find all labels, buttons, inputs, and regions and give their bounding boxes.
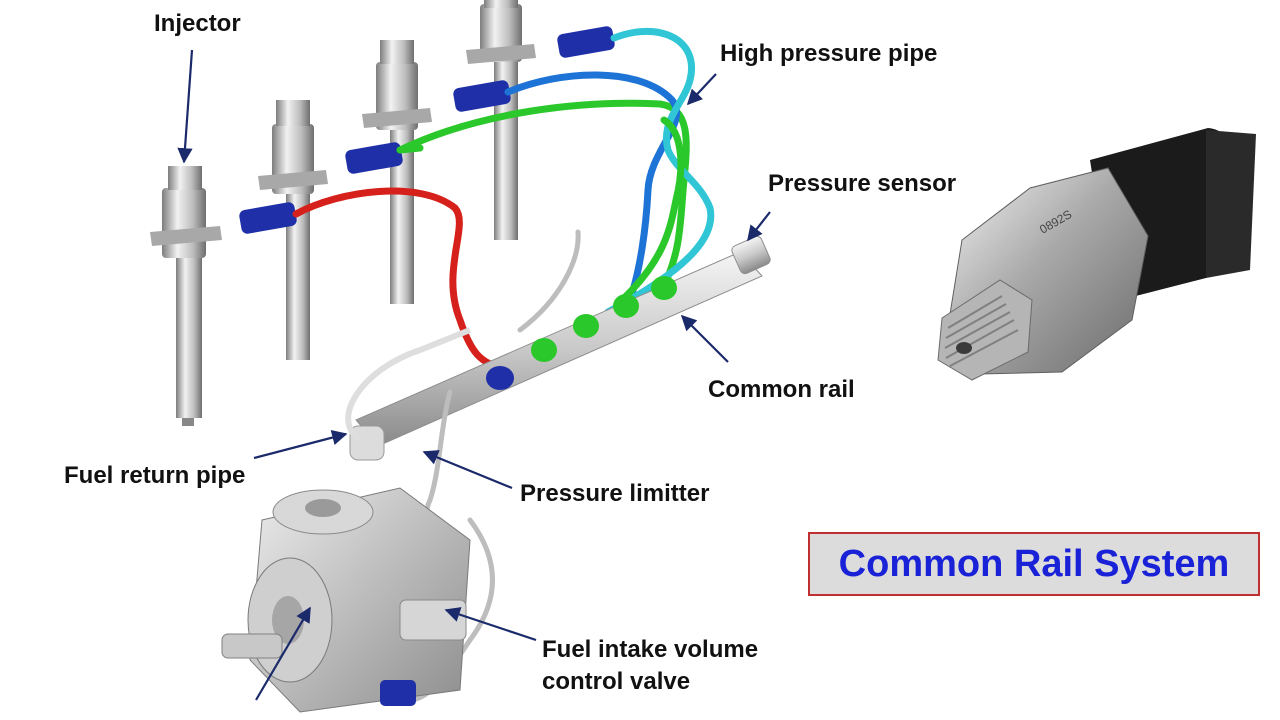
common-rail-label: Common rail xyxy=(708,376,855,403)
high-pressure-pipe-arrow xyxy=(686,73,717,106)
pointer-arrows xyxy=(177,49,771,701)
pressure-sensor-label: Pressure sensor xyxy=(768,170,957,197)
injector-2 xyxy=(258,100,328,360)
high-pressure-pipe-label: High pressure pipe xyxy=(720,40,938,67)
pump-shaft-arrow xyxy=(255,606,311,701)
title-box: Common Rail System xyxy=(808,532,1260,596)
fuel-intake-label-line-1: Fuel intake volume xyxy=(542,636,759,663)
diagram-title: Common Rail System xyxy=(838,542,1230,585)
injector-3 xyxy=(362,40,432,304)
pressure-limitter-label: Pressure limitter xyxy=(520,480,710,507)
injector-connectors xyxy=(239,26,615,234)
high-pressure-pump xyxy=(221,487,471,713)
pressure-sensor: 0892S xyxy=(937,128,1256,381)
common-rail-arrow xyxy=(680,314,729,363)
fuel-return-pipe-arrow xyxy=(253,430,348,460)
high-pressure-pipes xyxy=(292,27,715,372)
injector-1 xyxy=(150,166,222,426)
fuel-intake-label-line-2: control valve xyxy=(542,668,691,695)
fuel-intake-volume-control-valve-label: Fuel intake volume control valve xyxy=(542,634,822,698)
fuel-return-pipe-label: Fuel return pipe xyxy=(64,462,246,489)
pressure-limitter-arrow xyxy=(422,450,513,490)
common-rail-body xyxy=(345,235,771,461)
intake-valve-arrow xyxy=(444,607,537,642)
injector-arrow xyxy=(177,49,194,164)
injector-label: Injector xyxy=(154,10,241,37)
rail-fittings xyxy=(486,276,677,390)
pressure-sensor-arrow xyxy=(747,211,771,242)
